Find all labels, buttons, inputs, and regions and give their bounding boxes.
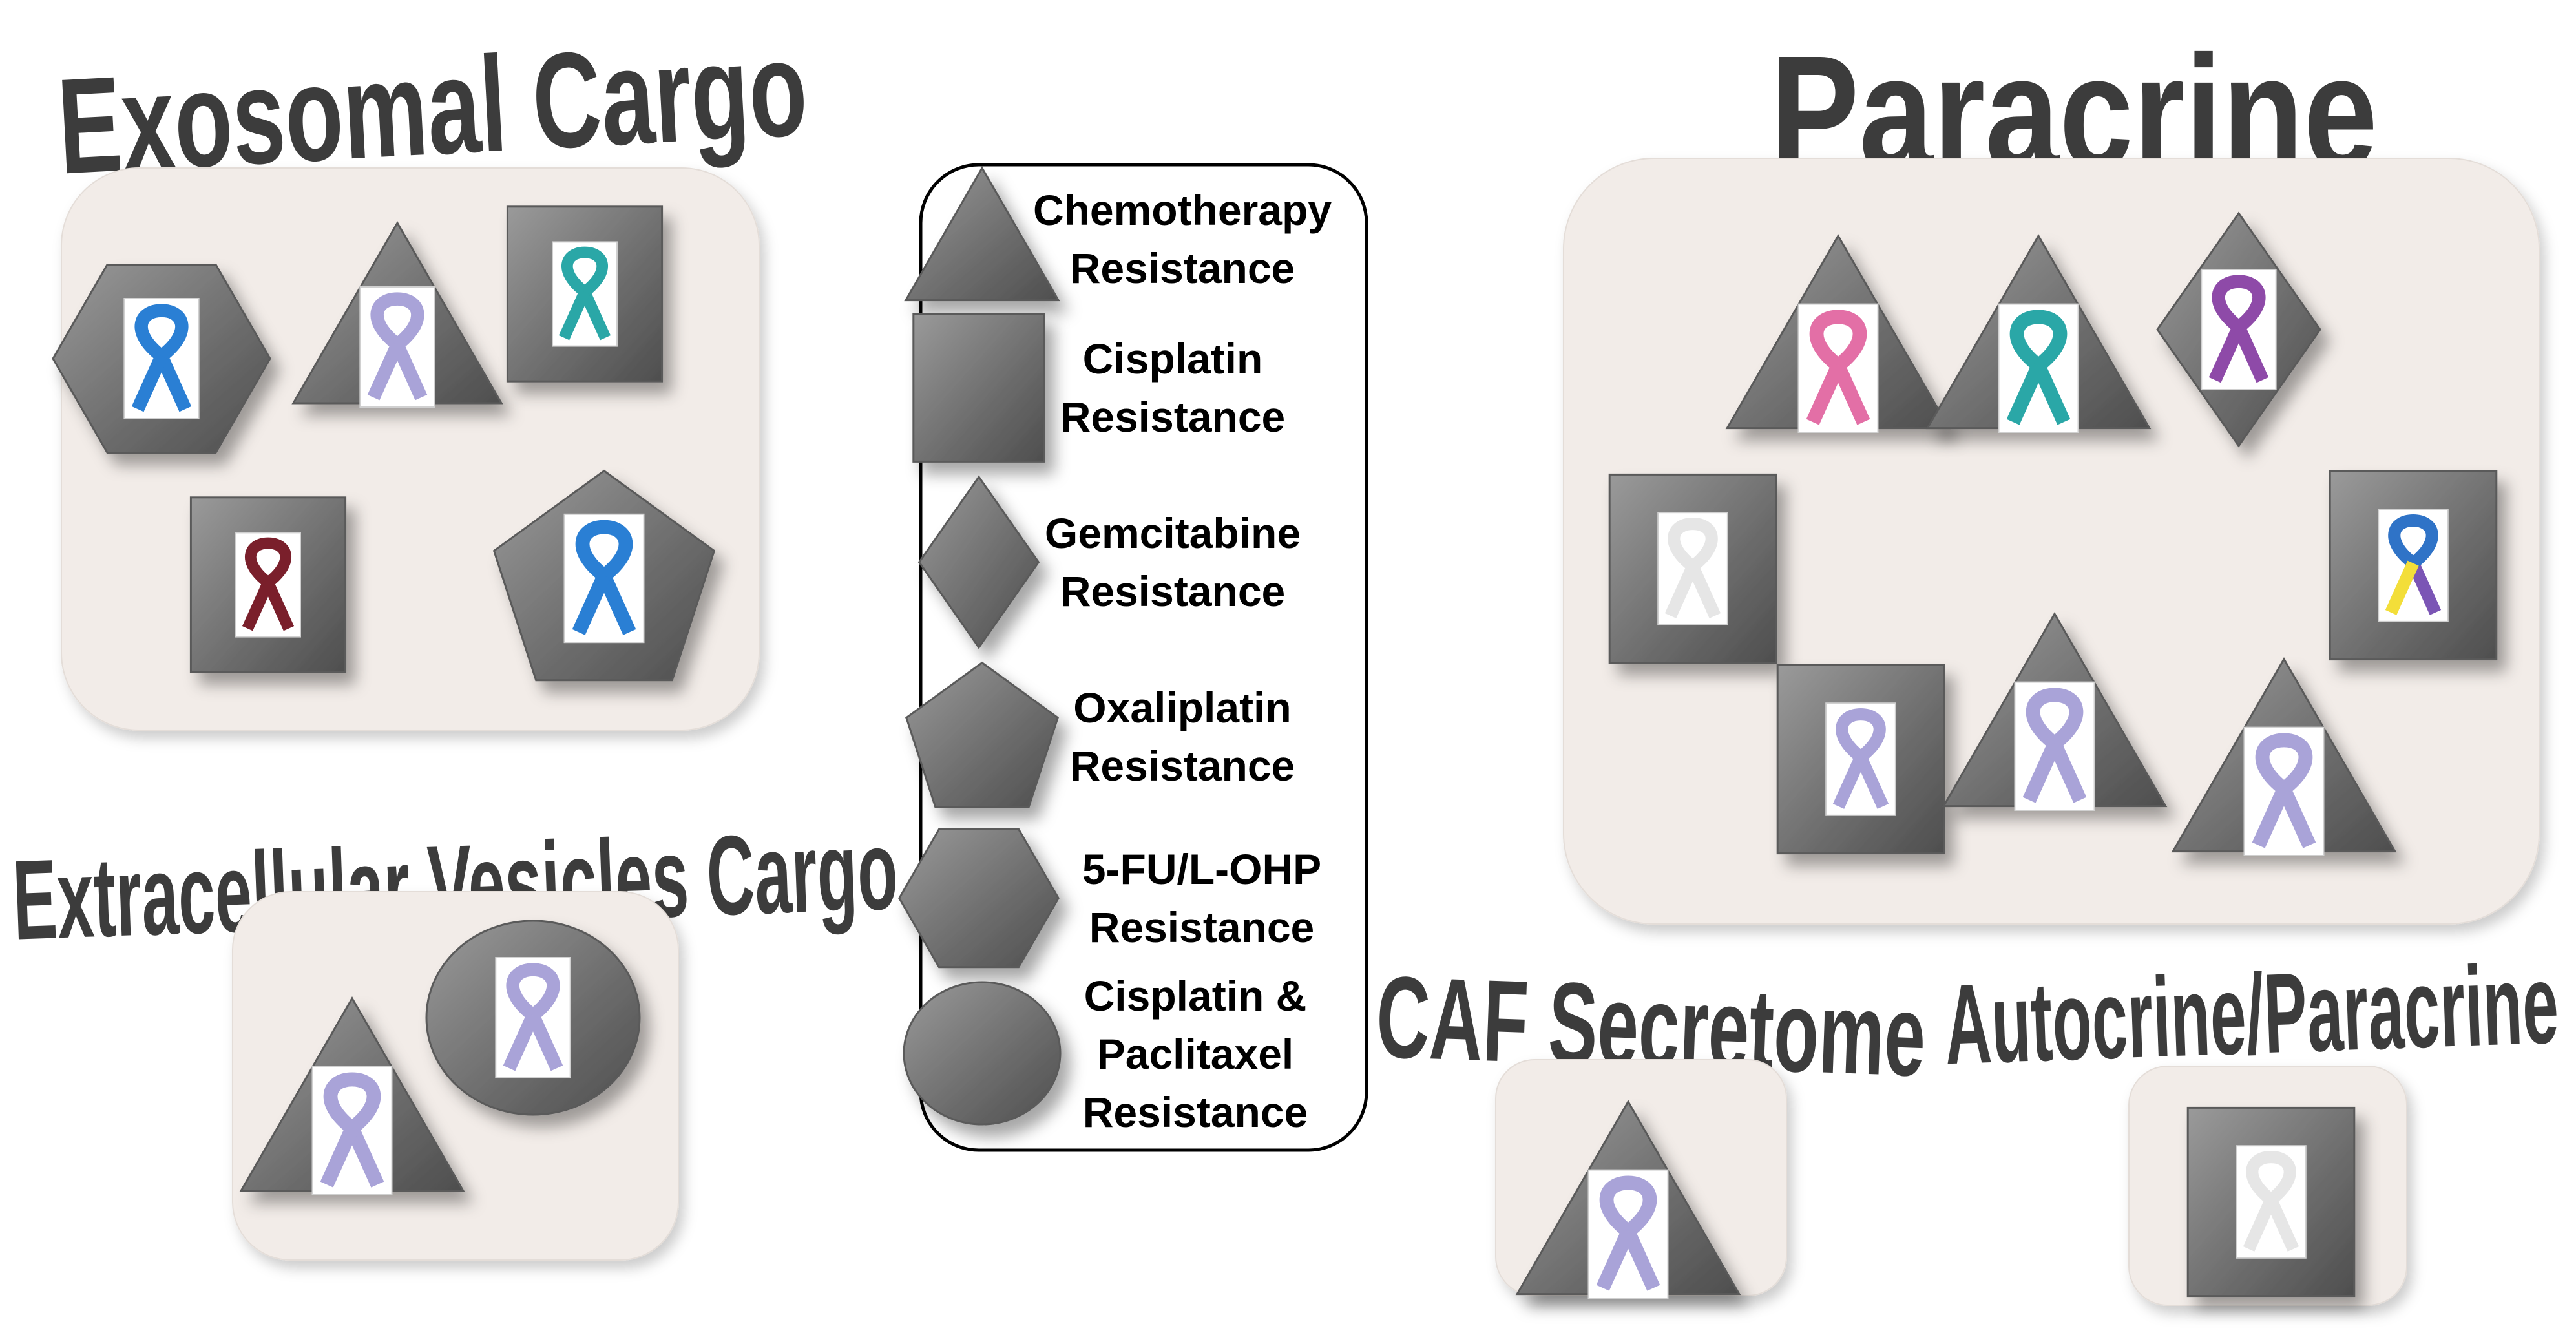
legend-label: Oxaliplatin [1073, 684, 1291, 731]
exosomal-ribbon-marker [492, 469, 716, 682]
hexagon-icon [898, 828, 1060, 969]
ribbon-icon [262, 580, 295, 631]
legend-label: Paclitaxel [1097, 1030, 1294, 1078]
ribbon-loop [1599, 1175, 1657, 1237]
legend-label: Gemcitabine [1045, 509, 1301, 557]
ribbon-loop [575, 520, 633, 582]
ribbon-icon [346, 1125, 384, 1188]
legend-label: 5-FU/L-OHP [1082, 845, 1321, 893]
ribbon-tail [1806, 363, 1845, 425]
ribbon-icon [2032, 363, 2071, 425]
legend-label: Resistance [1060, 393, 1286, 441]
paracrine-ribbon-marker [1608, 473, 1777, 664]
caf-ribbon-marker [1515, 1099, 1741, 1299]
ribbon-loop [2026, 688, 2084, 750]
ribbon-tail [558, 289, 591, 341]
paracrine-ribbon-marker [1725, 233, 1951, 433]
autocrine-paracrine-heading: Autocrine/Paracrine [1943, 941, 2560, 1088]
ribbon-tail [2208, 324, 2245, 383]
ribbon-icon [1687, 563, 1721, 618]
ev-ribbon-marker [425, 920, 641, 1116]
ribbon-loop [2388, 514, 2438, 569]
legend-label: Cisplatin & [1084, 972, 1307, 1020]
autocrine-ribbon-marker [2186, 1106, 2356, 1298]
ribbon-loop [2212, 275, 2266, 333]
ribbon-icon [155, 353, 192, 412]
ribbon-loop [1668, 518, 1718, 572]
ribbon-icon [1832, 363, 1870, 425]
ribbon-loop [370, 292, 424, 350]
ribbon-tail [367, 342, 404, 401]
ribbon-tail [503, 1013, 539, 1071]
ribbon-icon [2265, 1197, 2299, 1252]
ribbon-tail [320, 1125, 359, 1188]
ribbon-loop [323, 1072, 381, 1134]
ribbon-icon [391, 342, 428, 401]
ribbon-icon [2407, 560, 2442, 615]
ribbon-icon [1622, 1228, 1660, 1291]
legend-label: Resistance [1089, 903, 1315, 951]
ribbon-loop [2009, 310, 2068, 372]
ribbon-icon [579, 289, 611, 341]
ribbon-icon [2232, 324, 2269, 383]
exosomal-ribbon-marker [189, 496, 347, 673]
ribbon-icon [2048, 741, 2087, 803]
ribbon-tail [242, 580, 274, 631]
triangle-icon [904, 165, 1060, 302]
ribbon-icon [598, 573, 636, 635]
pentagon-icon [905, 661, 1059, 808]
ribbon-loop [245, 537, 291, 587]
paracrine-ribbon-marker [2156, 211, 2321, 448]
ribbon-loop [134, 304, 189, 362]
ribbon-tail [2252, 786, 2290, 848]
exosomal-ribbon-marker [506, 205, 664, 383]
paracrine-ribbon-marker [1925, 233, 2152, 433]
ribbon-tail [572, 573, 611, 635]
ev-ribbon-marker [239, 996, 465, 1195]
legend-label: Cisplatin [1083, 335, 1263, 383]
ribbon-loop [561, 246, 608, 297]
ribbon-loop [1836, 708, 1886, 762]
legend: ChemotherapyResistanceCisplatinResistanc… [898, 165, 1332, 1136]
ribbon-tail [2385, 560, 2419, 615]
diamond-icon [917, 475, 1040, 649]
ribbon-markers [52, 205, 2498, 1299]
legend-label: Chemotherapy [1033, 186, 1332, 234]
exosomal-ribbon-marker [291, 221, 503, 408]
ribbon-icon [1855, 754, 1889, 809]
ribbon-tail [2022, 741, 2061, 803]
ribbon-loop [2255, 733, 2313, 795]
legend-label: Resistance [1070, 244, 1295, 292]
ribbon-tail [131, 353, 168, 412]
ribbon-icon [2278, 786, 2316, 848]
paracrine-ribbon-marker [1776, 664, 1945, 855]
square-icon [1608, 473, 1777, 664]
ribbon-loop [1809, 310, 1867, 372]
ribbon-loop [506, 963, 560, 1021]
ribbon-tail [1832, 754, 1867, 809]
legend-label: Resistance [1083, 1088, 1308, 1136]
ribbon-tail [1664, 563, 1699, 618]
legend-label: Resistance [1060, 567, 1286, 615]
ribbon-tail [2006, 363, 2045, 425]
paracrine-ribbon-marker [2329, 470, 2498, 661]
paracrine-ribbon-marker [1942, 611, 2168, 811]
exosomal-ribbon-marker [52, 264, 271, 454]
ribbon-tail [1596, 1228, 1635, 1291]
ribbon-loop [2246, 1151, 2296, 1205]
circle-icon [903, 981, 1062, 1126]
paracrine-ribbon-marker [2171, 657, 2397, 856]
square-icon [912, 313, 1045, 463]
ribbon-icon [527, 1013, 563, 1071]
ribbon-tail [2243, 1197, 2277, 1252]
legend-label: Resistance [1070, 742, 1295, 790]
legend-item-hexagon: 5-FU/L-OHP Resistance [898, 828, 1321, 969]
